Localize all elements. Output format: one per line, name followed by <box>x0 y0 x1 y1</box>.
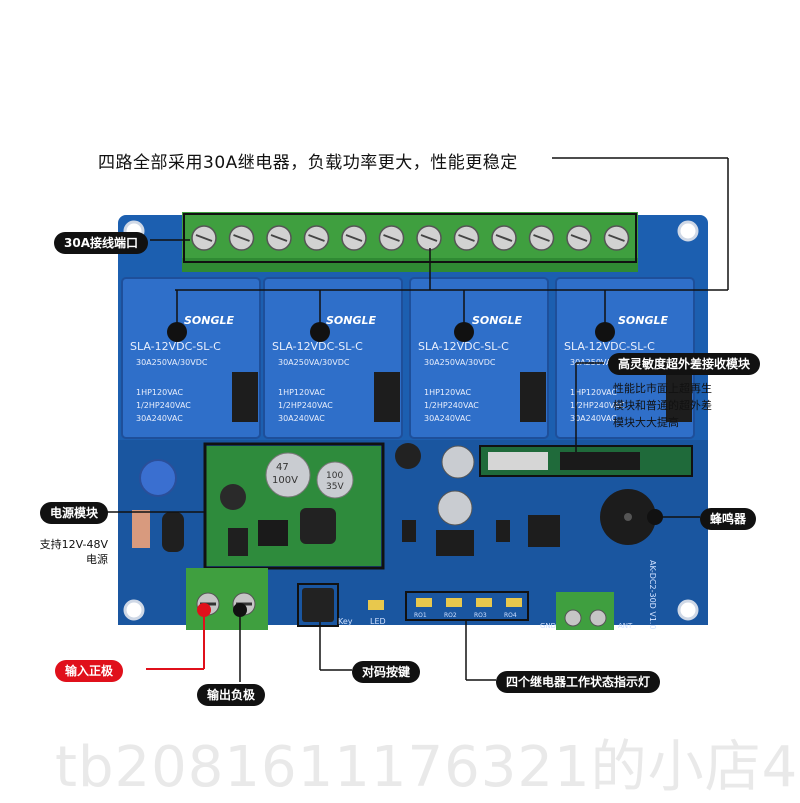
svg-text:AK-DC2-30D V1.0: AK-DC2-30D V1.0 <box>648 560 657 630</box>
relay-spec: 30A240VAC <box>424 414 471 423</box>
label-relay-leds: 四个继电器工作状态指示灯 <box>496 671 661 693</box>
mounting-hole <box>123 599 145 621</box>
relay-brand: SONGLE <box>472 314 523 327</box>
label-output-negative: 输出负极 <box>197 684 266 706</box>
relay-led-label: RO1 <box>414 612 427 619</box>
relay-led-label: RO2 <box>444 612 457 619</box>
relay-brand: SONGLE <box>326 314 377 327</box>
power-note: 支持12V-48V 电源 <box>34 537 108 567</box>
power-note-line: 电源 <box>86 553 108 566</box>
relay-rating: 30A250VA/30VDC <box>136 358 208 367</box>
receiver-note-line: 模块大大提高 <box>613 416 679 429</box>
relay: SONGLE SLA-12VDC-SL-C 30A250VA/30VDC 1HP120… <box>263 277 403 439</box>
svg-text:100: 100 <box>326 471 343 481</box>
relay: SONGLE SLA-12VDC-SL-C 30A250VA/30VDC 1HP120… <box>121 277 261 439</box>
relay-spec: 1/2HP240VAC <box>570 401 625 410</box>
relay-model: SLA-12VDC-SL-C <box>130 340 221 353</box>
receiver-note-line: 模块和普通的超外差 <box>613 399 712 412</box>
mounting-hole <box>677 220 699 242</box>
label-power-module: 电源模块 <box>40 502 109 524</box>
relay-spec: 1/2HP240VAC <box>278 401 333 410</box>
relay-spec: 30A240VAC <box>570 414 617 423</box>
svg-text:Key: Key <box>338 617 353 626</box>
cap-label: 47 <box>276 462 289 473</box>
receiver-note-line: 性能比市面上超再生 <box>613 382 712 395</box>
relay-brand: SONGLE <box>618 314 669 327</box>
relay-model: SLA-12VDC-SL-C <box>564 340 655 353</box>
power-module-board: 47 100V 100 35V <box>203 442 385 570</box>
relay-brand: SONGLE <box>184 314 235 327</box>
svg-text:35V: 35V <box>326 482 344 492</box>
relay-spec: 30A240VAC <box>278 414 325 423</box>
svg-text:GND: GND <box>540 622 556 630</box>
relay-spec: 1HP120VAC <box>424 388 471 397</box>
relay-spec: 1/2HP240VAC <box>424 401 479 410</box>
relay-spec: 1HP120VAC <box>278 388 325 397</box>
label-buzzer: 蜂鸣器 <box>700 508 757 530</box>
svg-text:LED: LED <box>370 617 386 626</box>
relay-spec: 30A240VAC <box>136 414 183 423</box>
receiver-module <box>479 445 693 477</box>
mounting-hole <box>677 599 699 621</box>
relay-spec: 1HP120VAC <box>136 388 183 397</box>
watermark: tb2081611176321的小店49 <box>55 735 800 800</box>
relay-led <box>476 598 492 607</box>
relay-model: SLA-12VDC-SL-C <box>418 340 509 353</box>
receiver-note: 性能比市面上超再生 模块和普通的超外差 模块大大提高 <box>613 380 712 431</box>
terminal-outline <box>183 213 637 263</box>
relay-led-label: RO3 <box>474 612 487 619</box>
power-input-terminal <box>186 568 268 630</box>
power-note-line: 支持12V-48V <box>39 538 108 551</box>
relay-spec: 1/2HP240VAC <box>136 401 191 410</box>
relay-rating: 30A250VA/30VDC <box>278 358 350 367</box>
antenna-terminal <box>556 592 614 630</box>
relay-led <box>416 598 432 607</box>
headline: 四路全部采用30A继电器，负载功率更大，性能更稳定 <box>98 153 518 173</box>
svg-text:ANT: ANT <box>618 622 633 630</box>
label-input-positive: 输入正极 <box>55 660 124 682</box>
relay-rating: 30A250VA/30VDC <box>570 358 642 367</box>
label-receiver: 高灵敏度超外差接收模块 <box>608 353 761 375</box>
relay: SONGLE SLA-12VDC-SL-C 30A250VA/30VDC 1HP120… <box>409 277 549 439</box>
relay-led-label: RO4 <box>504 612 517 619</box>
relay-led <box>446 598 462 607</box>
svg-text:100V: 100V <box>272 475 298 486</box>
relay-rating: 30A250VA/30VDC <box>424 358 496 367</box>
label-pair-button: 对码按键 <box>352 661 421 683</box>
relay-led <box>506 598 522 607</box>
label-terminal: 30A接线端口 <box>54 232 148 254</box>
terminal-block <box>182 212 638 272</box>
pair-button-component <box>302 588 334 622</box>
relay-model: SLA-12VDC-SL-C <box>272 340 363 353</box>
relay-spec: 1HP120VAC <box>570 388 617 397</box>
